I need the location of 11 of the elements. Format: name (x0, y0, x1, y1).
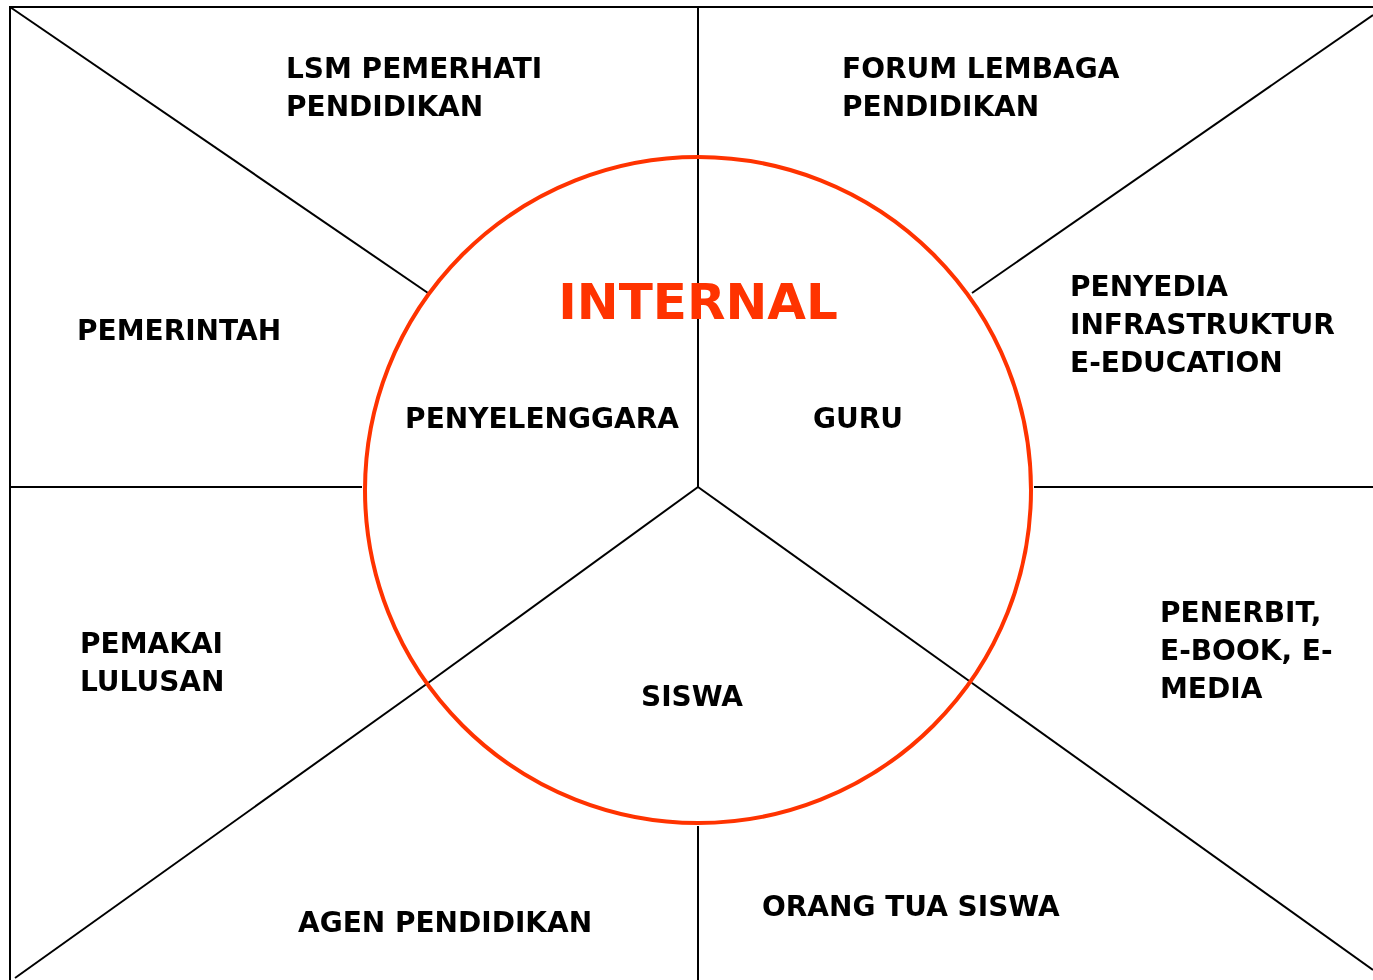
sector-label: PENERBIT, E-BOOK, E-MEDIA (1160, 594, 1360, 708)
sector-label: PENYELENGGARA (382, 400, 702, 438)
sector-label: LSM PEMERHATI PENDIDIKAN (286, 50, 586, 126)
sector-label: GURU (708, 400, 1008, 438)
sector-label: SISWA (542, 678, 842, 716)
sector-label: PENYEDIA INFRASTRUKTUR E-EDUCATION (1070, 268, 1370, 382)
sector-label: ORANG TUA SISWA (762, 888, 1060, 926)
sector-label: PEMERINTAH (77, 312, 282, 350)
sector-label: AGEN PENDIDIKAN (298, 904, 593, 942)
sector-label: FORUM LEMBAGA PENDIDIKAN (842, 50, 1162, 126)
sector-label: PEMAKAI LULUSAN (80, 625, 280, 701)
